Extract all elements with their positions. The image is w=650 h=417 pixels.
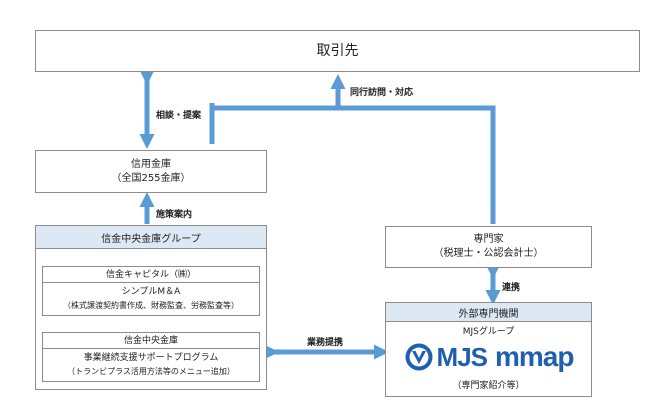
- shinkin-bank-box: 信用金庫 （全国255金庫）: [35, 150, 267, 193]
- expert-title: 専門家: [473, 234, 504, 245]
- client-box: 取引先: [35, 30, 640, 72]
- shinkin-capital-box: 信金キャピタル（㈱） シンプルM＆A （株式譲渡契約書作成、財務監査、労務監査等…: [42, 266, 260, 316]
- external-footer-row: （専門家紹介等）: [386, 379, 591, 393]
- central-header: 信金中央金庫: [43, 333, 259, 349]
- shinkin-bank-name: 信用金庫: [131, 158, 171, 170]
- capital-service-row: シンプルM＆A: [43, 285, 259, 299]
- external-header: 外部専門機関: [386, 303, 591, 322]
- shinkin-bank-count: （全国255金庫）: [111, 172, 191, 184]
- policy-label: 施策案内: [156, 210, 193, 220]
- mjs-emblem-icon: [405, 343, 433, 371]
- external-footer: （専門家紹介等）: [452, 381, 525, 391]
- capital-detail-row: （株式譲渡契約書作成、財務監査、労務監査等）: [43, 299, 259, 311]
- central-service-row: 事業継続支援サポートプログラム: [43, 351, 259, 365]
- mjs-mmap-logo: MJS mmap: [386, 340, 591, 374]
- logo-mjs-text: MJS: [436, 341, 488, 372]
- mjs-group-name: MJSグループ: [462, 326, 515, 337]
- central-detail: （トランビプラス活用方法等のメニュー追加）: [67, 366, 235, 376]
- capital-service: シンプルM＆A: [121, 287, 181, 297]
- central-title: 信金中央金庫: [123, 335, 178, 346]
- group-title: 信金中央金庫グループ: [101, 233, 201, 245]
- client-label: 取引先: [316, 43, 359, 59]
- consult-label: 相談・提案: [156, 111, 202, 121]
- mjs-group-row: MJSグループ: [386, 325, 591, 338]
- capital-detail: （株式譲渡契約書作成、財務監査、労務監査等）: [63, 300, 239, 310]
- accompany-label: 同行訪問・対応: [350, 88, 414, 98]
- external-title: 外部専門機関: [458, 308, 519, 320]
- shinkin-central-box: 信金中央金庫 事業継続支援サポートプログラム （トランビプラス活用方法等のメニュ…: [42, 332, 260, 382]
- partnership-label: 業務提携: [307, 338, 344, 348]
- central-service: 事業継続支援サポートプログラム: [83, 353, 219, 363]
- central-detail-row: （トランビプラス活用方法等のメニュー追加）: [43, 365, 259, 377]
- shinkin-central-group-box: 信金中央金庫グループ 信金キャピタル（㈱） シンプルM＆A （株式譲渡契約書作成…: [35, 225, 267, 390]
- cooperation-label: 連携: [502, 283, 521, 293]
- capital-header: 信金キャピタル（㈱）: [43, 267, 259, 283]
- logo-mmap-text: mmap: [495, 341, 574, 372]
- external-institution-box: 外部専門機関 MJSグループ MJS mmap （専門家紹介等）: [385, 302, 592, 397]
- capital-title: 信金キャピタル（㈱）: [105, 269, 196, 280]
- expert-subtitle: （税理士・公認会計士）: [433, 248, 544, 259]
- group-header: 信金中央金庫グループ: [36, 226, 266, 249]
- expert-box: 専門家 （税理士・公認会計士）: [385, 226, 592, 268]
